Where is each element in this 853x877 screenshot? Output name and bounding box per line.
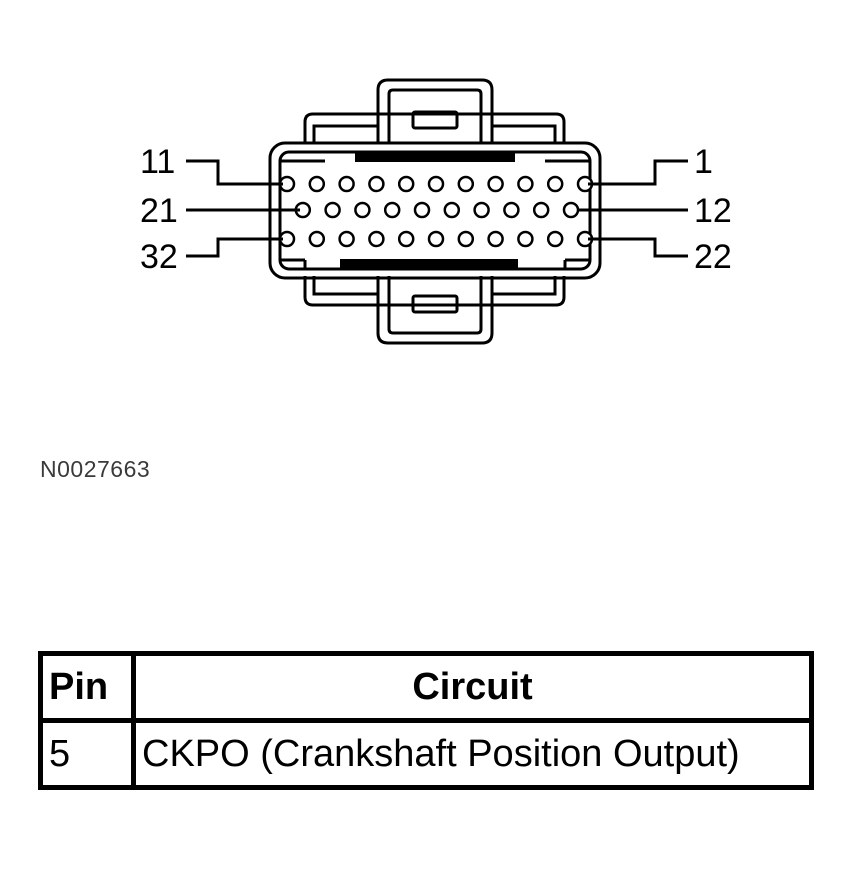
table-header-row: Pin Circuit	[38, 651, 814, 723]
leader-line-1	[588, 159, 688, 186]
leader-line-32	[186, 237, 283, 258]
pin-19	[354, 201, 371, 219]
pin-26	[457, 230, 475, 248]
pin-label-11: 11	[140, 143, 175, 181]
pin-circuit-table: Pin Circuit 5 CKPO (Crankshaft Position …	[38, 651, 814, 790]
leader-line-22	[588, 237, 688, 258]
circuit-column-header: Circuit	[131, 651, 814, 723]
pin-31	[308, 230, 326, 248]
pin-label-32: 32	[140, 238, 178, 276]
pin-29	[368, 230, 385, 248]
pin-30	[338, 230, 355, 248]
pin-leader-lines	[186, 159, 688, 258]
pin-17	[413, 201, 431, 219]
pin-15	[473, 201, 490, 219]
connector-lower-latch	[303, 276, 566, 345]
pin-23	[546, 230, 564, 248]
pin-8	[368, 175, 385, 193]
pin-label-12: 12	[694, 192, 732, 230]
figure-id: N0027663	[40, 456, 151, 482]
pin-13	[532, 201, 550, 219]
connector-diagram: 11 1 21 12 32 22	[140, 78, 732, 345]
leader-line-11	[186, 159, 283, 186]
connector-pins	[278, 175, 594, 248]
pin-18	[383, 201, 401, 219]
pin-12	[562, 201, 580, 219]
pin-25	[487, 230, 504, 248]
pin-3	[517, 175, 534, 193]
pin-20	[324, 201, 341, 219]
pin-14	[503, 201, 520, 219]
pin-10	[308, 175, 326, 193]
pin-4	[487, 175, 504, 193]
pin-label-21: 21	[140, 192, 178, 230]
connector-body	[268, 141, 602, 280]
pin-column-header: Pin	[38, 651, 136, 723]
connector-upper-latch	[303, 78, 566, 143]
pin-6	[427, 175, 445, 193]
pin-28	[397, 230, 415, 248]
pin-9	[338, 175, 355, 193]
pin-label-22: 22	[694, 238, 732, 276]
pin-cell: 5	[38, 718, 136, 790]
pin-27	[427, 230, 445, 248]
pin-label-1: 1	[694, 143, 713, 181]
table-row: 5 CKPO (Crankshaft Position Output)	[38, 718, 814, 790]
pin-7	[397, 175, 415, 193]
pin-24	[517, 230, 534, 248]
pin-2	[546, 175, 564, 193]
pin-16	[443, 201, 461, 219]
pin-5	[457, 175, 475, 193]
circuit-cell: CKPO (Crankshaft Position Output)	[131, 718, 814, 790]
